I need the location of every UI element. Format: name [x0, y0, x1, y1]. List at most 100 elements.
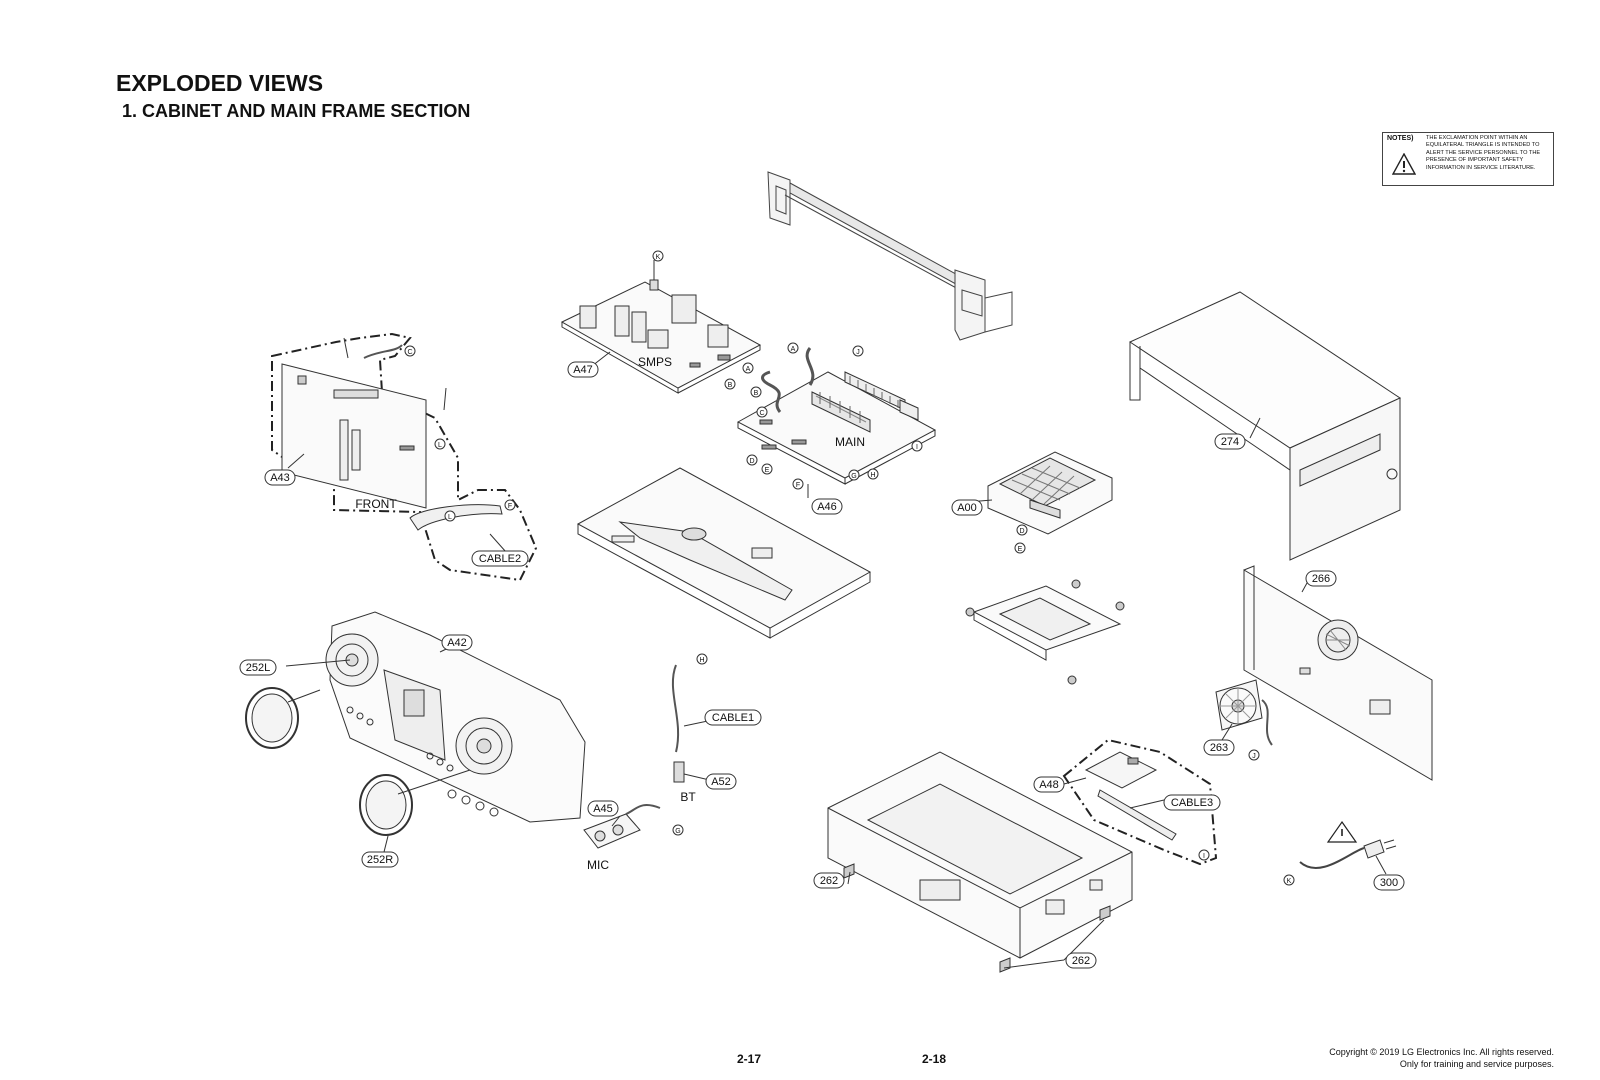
- copyright-line-1: Copyright © 2019 LG Electronics Inc. All…: [1329, 1047, 1554, 1057]
- svg-text:A: A: [746, 366, 751, 373]
- svg-text:A46: A46: [817, 501, 837, 513]
- label-a00: A00: [951, 499, 983, 516]
- label-266: 266: [1305, 570, 1337, 587]
- label-a47: A47: [567, 361, 599, 378]
- label-mic: MIC: [587, 858, 609, 872]
- cabinet-top-cover: [1128, 291, 1402, 561]
- copyright-line-2: Only for training and service purposes.: [1399, 1059, 1554, 1069]
- connector-i-main: I: [911, 440, 923, 452]
- speaker-ring-left: [245, 687, 299, 749]
- svg-text:274: 274: [1221, 436, 1239, 448]
- svg-text:E: E: [765, 467, 770, 474]
- notes-label: NOTES): [1387, 135, 1414, 142]
- svg-text:B: B: [728, 382, 733, 389]
- svg-text:252R: 252R: [367, 854, 393, 866]
- label-a46: A46: [811, 498, 843, 515]
- front-board-group: [271, 332, 538, 582]
- connector-b-main: B: [750, 386, 762, 398]
- svg-text:F: F: [508, 503, 512, 510]
- svg-text:K: K: [656, 254, 661, 261]
- power-cord: [1299, 820, 1397, 869]
- label-cable3: CABLE3: [1163, 794, 1221, 811]
- connector-l-front-bottom: L: [444, 510, 456, 522]
- connector-j-fan: J: [1248, 749, 1260, 761]
- svg-text:263: 263: [1210, 742, 1228, 754]
- connector-e-main: E: [761, 463, 773, 475]
- svg-text:CABLE2: CABLE2: [479, 553, 521, 565]
- connector-f-main: F: [792, 478, 804, 490]
- connector-j-main: J: [852, 345, 864, 357]
- a48-board-group: [1062, 738, 1218, 866]
- label-a52: A52: [705, 773, 737, 790]
- connector-k-top: K: [652, 250, 664, 262]
- chassis-top-plate: [576, 467, 872, 639]
- svg-text:L: L: [438, 442, 442, 449]
- connector-a-main: A: [787, 342, 799, 354]
- disc-loader: [987, 451, 1113, 535]
- label-cable2: CABLE2: [471, 550, 529, 567]
- connector-g-mic: G: [672, 824, 684, 836]
- svg-text:G: G: [675, 828, 680, 835]
- connector-e-loader: E: [1014, 542, 1026, 554]
- label-274: 274: [1214, 433, 1246, 450]
- main-board: [736, 347, 937, 485]
- svg-text:A00: A00: [957, 502, 977, 514]
- svg-text:G: G: [851, 473, 856, 480]
- label-a43: A43: [264, 469, 296, 486]
- page-number-left: 2-17: [737, 1052, 762, 1066]
- label-a48: A48: [1033, 776, 1065, 793]
- svg-text:H: H: [870, 472, 875, 479]
- svg-text:C: C: [407, 349, 412, 356]
- connector-d-main: D: [746, 454, 758, 466]
- page-number-right: 2-18: [922, 1052, 947, 1066]
- svg-text:A: A: [791, 346, 796, 353]
- svg-text:A52: A52: [711, 776, 731, 788]
- front-panel: [325, 611, 586, 823]
- label-smps: SMPS: [638, 355, 672, 369]
- connector-f-cable2: F: [504, 499, 516, 511]
- label-263: 263: [1203, 739, 1235, 756]
- label-cable1: CABLE1: [704, 709, 762, 726]
- connector-k-cord: K: [1283, 874, 1295, 886]
- cooling-fan: [1215, 679, 1273, 746]
- rear-panel: [1243, 565, 1433, 781]
- connector-b-smps: B: [724, 378, 736, 390]
- svg-text:F: F: [796, 482, 800, 489]
- label-300: 300: [1373, 874, 1405, 891]
- label-a45: A45: [587, 800, 619, 817]
- speaker-ring-right: [359, 774, 413, 836]
- label-262-bottom: 262: [1065, 952, 1097, 969]
- svg-text:CABLE1: CABLE1: [712, 712, 754, 724]
- svg-text:A48: A48: [1039, 779, 1059, 791]
- svg-text:L: L: [448, 514, 452, 521]
- connector-d-loader: D: [1016, 524, 1028, 536]
- copyright-notice: Copyright © 2019 LG Electronics Inc. All…: [1329, 1046, 1554, 1070]
- top-rail-bracket: [767, 171, 1013, 341]
- label-main: MAIN: [835, 435, 865, 449]
- svg-text:B: B: [754, 390, 759, 397]
- svg-text:A43: A43: [270, 472, 290, 484]
- svg-text:I: I: [916, 444, 918, 451]
- connector-g-main: G: [848, 469, 860, 481]
- svg-text:D: D: [749, 458, 754, 465]
- connector-l-front-top: L: [434, 438, 446, 450]
- svg-text:J: J: [856, 349, 860, 356]
- svg-text:H: H: [699, 657, 704, 664]
- label-bt: BT: [680, 790, 696, 804]
- connector-c-front: C: [404, 345, 416, 357]
- connector-a-smps: A: [742, 362, 754, 374]
- section-subtitle: 1. CABINET AND MAIN FRAME SECTION: [122, 101, 471, 121]
- smps-board: [560, 260, 762, 394]
- label-a42: A42: [441, 634, 473, 651]
- svg-text:I: I: [1203, 853, 1205, 860]
- connector-i-cable3: I: [1198, 849, 1210, 861]
- label-252r: 252R: [361, 851, 399, 868]
- svg-text:C: C: [759, 410, 764, 417]
- svg-text:262: 262: [820, 875, 838, 887]
- safety-notes-box: NOTES) THE EXCLAMATION POINT WITHIN AN E…: [1382, 132, 1554, 186]
- connector-h-cable1: H: [696, 653, 708, 665]
- warning-triangle-icon: [1392, 153, 1416, 175]
- bt-module: [671, 664, 685, 783]
- label-252l: 252L: [239, 659, 277, 676]
